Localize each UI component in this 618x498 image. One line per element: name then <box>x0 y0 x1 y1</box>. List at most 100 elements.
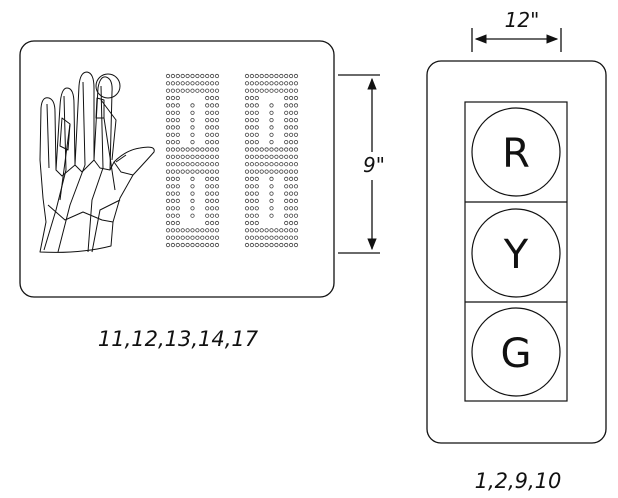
led-dot <box>274 73 279 79</box>
led-dot <box>274 154 279 159</box>
led-dot <box>210 228 215 233</box>
led-dot <box>190 206 195 211</box>
led-dot <box>259 169 264 174</box>
led-dot <box>195 81 200 86</box>
led-dot <box>165 242 171 248</box>
led-dot <box>205 73 210 79</box>
led-dot <box>288 81 294 86</box>
led-dot <box>170 206 175 211</box>
led-dot <box>205 140 210 145</box>
led-dot <box>214 220 220 226</box>
led-dot <box>269 140 274 145</box>
led-dot <box>170 95 175 101</box>
led-dot <box>284 169 289 174</box>
led-dot <box>200 81 205 86</box>
led-dot <box>284 176 289 181</box>
led-dot <box>274 228 279 233</box>
led-dot <box>244 206 250 211</box>
led-dot <box>165 154 171 159</box>
led-dot <box>180 242 185 248</box>
led-dot <box>170 140 175 145</box>
led-dot <box>190 88 195 93</box>
led-dot <box>284 110 289 115</box>
signal-light-yellow-label: Y <box>503 232 529 278</box>
led-dot <box>165 235 171 240</box>
led-dot <box>165 169 171 174</box>
led-dot <box>279 73 284 79</box>
led-dot <box>269 162 274 167</box>
led-dot <box>254 140 259 145</box>
led-dot <box>210 81 215 86</box>
led-dot <box>185 154 190 159</box>
led-dot <box>205 154 210 159</box>
led-dot <box>288 73 294 79</box>
led-dot <box>205 176 210 181</box>
led-dot <box>269 198 274 203</box>
led-dot <box>170 88 175 93</box>
led-dot <box>244 220 250 226</box>
led-dot <box>254 95 259 101</box>
led-dot <box>284 132 289 137</box>
led-dot <box>249 118 254 123</box>
led-dot <box>210 103 215 108</box>
led-dot <box>293 88 299 93</box>
led-dot <box>244 95 250 101</box>
led-dot <box>288 191 294 196</box>
led-dot <box>214 118 220 123</box>
led-dot <box>254 110 259 115</box>
led-dot <box>249 125 254 130</box>
led-dot <box>259 81 264 86</box>
led-dot <box>293 213 299 218</box>
led-dot <box>180 147 185 152</box>
led-dot <box>190 110 195 115</box>
led-dot <box>288 140 294 145</box>
led-dot <box>214 73 220 79</box>
led-dot <box>170 110 175 115</box>
led-dot <box>284 118 289 123</box>
led-dot <box>214 198 220 203</box>
led-dot <box>244 132 250 137</box>
led-dot <box>279 169 284 174</box>
hand-icon <box>39 71 155 253</box>
led-dot <box>180 88 185 93</box>
led-dot <box>210 176 215 181</box>
led-dot <box>254 191 259 196</box>
led-dot <box>205 206 210 211</box>
led-dot <box>214 191 220 196</box>
led-dot <box>269 118 274 123</box>
led-dot <box>244 235 250 240</box>
led-dot <box>205 242 210 248</box>
led-dot <box>244 147 250 152</box>
led-dot <box>293 95 299 101</box>
led-dot <box>195 88 200 93</box>
led-dot <box>249 169 254 174</box>
led-dot <box>288 95 294 101</box>
led-dot <box>264 242 269 248</box>
led-dot <box>284 125 289 130</box>
led-dot <box>293 191 299 196</box>
led-dot <box>259 73 264 79</box>
led-dot <box>279 88 284 93</box>
led-dot <box>165 191 171 196</box>
countdown-digits <box>165 73 299 248</box>
led-dot <box>264 73 269 79</box>
led-dot <box>165 118 171 123</box>
led-dot <box>254 176 259 181</box>
led-dot <box>264 162 269 167</box>
led-dot <box>170 220 175 226</box>
led-dot <box>210 213 215 218</box>
led-dot <box>214 206 220 211</box>
led-dot <box>284 154 289 159</box>
led-dot <box>264 169 269 174</box>
led-dot <box>244 176 250 181</box>
led-dot <box>205 81 210 86</box>
led-dot <box>190 103 195 108</box>
led-dot <box>284 235 289 240</box>
led-dot <box>170 118 175 123</box>
led-dot <box>175 162 180 167</box>
led-dot <box>274 242 279 248</box>
led-dot <box>170 235 175 240</box>
led-dot <box>274 88 279 93</box>
led-dot <box>210 110 215 115</box>
